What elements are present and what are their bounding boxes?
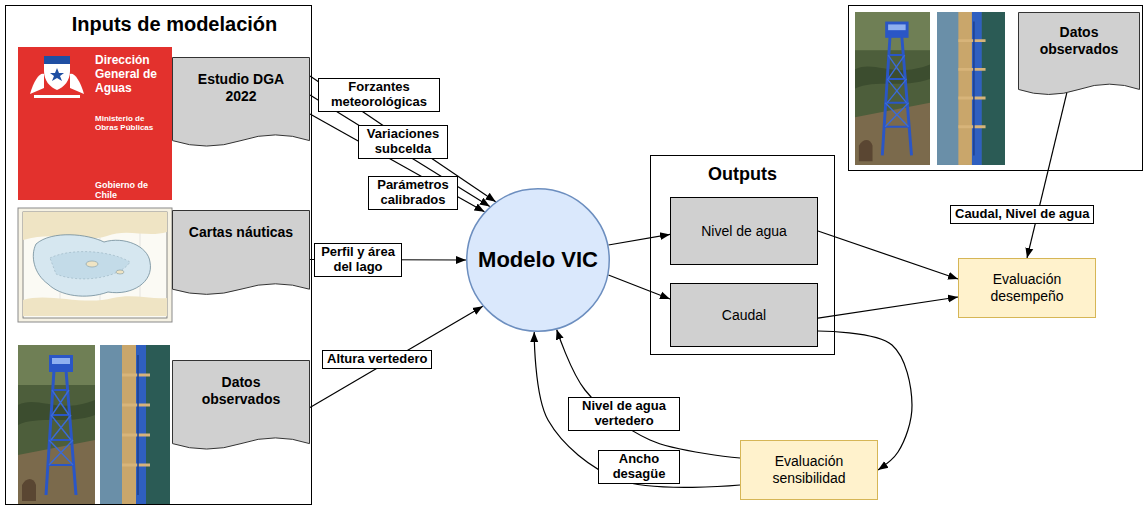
edge-label: Perfil y área del lago: [314, 243, 402, 277]
box-text: Evaluación desempeño: [973, 271, 1081, 305]
document-shape: Datos observados: [1018, 12, 1140, 100]
edge-label: Forzantes meteorológicas: [318, 78, 440, 112]
dga-logo: [30, 74, 44, 94]
document-outline: [173, 58, 310, 147]
nautical-chart: [116, 270, 124, 274]
output-box: Caudal: [670, 283, 818, 347]
document-outline: [1019, 13, 1140, 95]
nautical-chart: [86, 261, 98, 267]
connector-arrow: [818, 297, 958, 318]
edge-label: Nivel de agua vertedero: [568, 397, 680, 431]
dga-logo: [18, 47, 172, 200]
model-outline: [467, 189, 610, 332]
box-text: Nivel de agua: [679, 223, 809, 240]
output-box: Nivel de agua: [670, 197, 818, 265]
logo-text: Dirección General de Aguas: [95, 54, 169, 95]
connector-arrow: [608, 275, 670, 299]
document-shape: Estudio DGA 2022: [172, 57, 310, 152]
nautical-chart: [23, 212, 167, 240]
panel-title: Outputs: [659, 164, 826, 186]
connector-arrow: [534, 332, 740, 487]
site-photos: [855, 12, 930, 165]
dga-logo: [44, 56, 70, 90]
edge-label: Variaciones subcelda: [358, 125, 448, 159]
document-text: Datos observados: [182, 374, 300, 408]
input-panel: Inputs de modelaciónEstudio DGA 2022Cart…: [5, 5, 312, 505]
document-text: Cartas náuticas: [182, 224, 300, 241]
connector-arrow: [1027, 93, 1067, 258]
evaluation-box: Evaluación sensibilidad: [740, 440, 878, 500]
connector-arrow: [557, 330, 740, 458]
site-photos: [18, 345, 95, 505]
model-text: Modelo VIC: [472, 247, 604, 273]
document-shape: Cartas náuticas: [172, 210, 310, 300]
document-outline: [173, 211, 310, 295]
observed-data-frame: [849, 6, 1143, 171]
logo-text: Gobierno de Chile: [95, 180, 169, 201]
model-circle: Modelo VIC: [466, 188, 610, 332]
dga-logo: [50, 68, 64, 81]
connector-arrow: [608, 234, 670, 245]
site-photos: [18, 12, 1005, 505]
document-shape: Datos observados: [172, 360, 310, 455]
nautical-chart: [18, 208, 172, 322]
document-outline: [172, 210, 310, 300]
edge-label: Altura vertedero: [322, 350, 432, 369]
evaluation-box: Evaluación desempeño: [958, 258, 1096, 318]
box-text: Evaluación sensibilidad: [755, 453, 863, 487]
panel-title: Inputs de modelación: [46, 12, 303, 36]
site-photos: [100, 345, 170, 505]
dga-logo: [18, 47, 172, 200]
document-text: Estudio DGA 2022: [182, 71, 300, 105]
edge-label: Parámetros calibrados: [368, 176, 458, 210]
edge-label: Ancho desagüe: [598, 450, 680, 484]
nautical-chart: [50, 252, 130, 279]
connector-arrow: [310, 306, 483, 407]
nautical-chart: [23, 212, 167, 318]
nautical-chart: [33, 235, 150, 296]
dga-logo: [44, 56, 70, 64]
output-panel: OutputsNivel de aguaCaudal: [650, 155, 835, 355]
document-text: Datos observados: [1024, 24, 1134, 58]
nautical-chart: [18, 208, 172, 322]
document-outline: [173, 361, 310, 450]
nautical-chart: [23, 296, 167, 316]
logo-text: Ministerio de Obras Públicas: [95, 114, 169, 132]
dga-logo: [70, 74, 84, 94]
site-photos: [937, 12, 1005, 165]
edge-label: Caudal, Nivel de agua: [950, 205, 1094, 224]
connector-arrow: [310, 114, 484, 212]
connector-arrow: [818, 231, 958, 279]
dga-logo: [34, 95, 80, 98]
box-text: Caudal: [679, 307, 809, 324]
